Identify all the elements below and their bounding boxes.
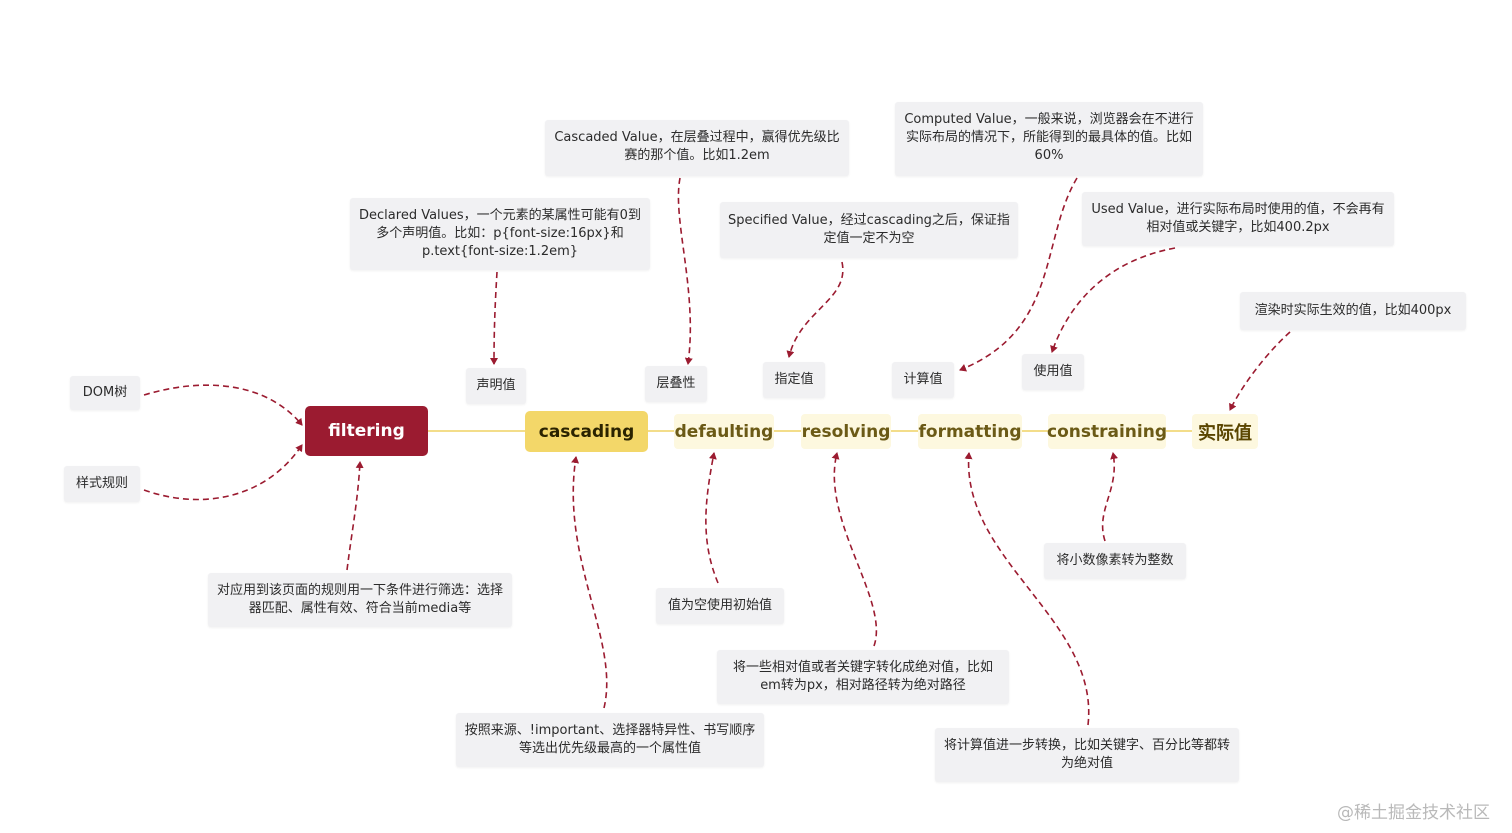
specified-value-note: Specified Value，经过cascading之后，保证指定值一定不为空	[720, 202, 1018, 258]
stage-resolving-label: resolving	[801, 421, 891, 442]
cascaded-value-chip[interactable]: 层叠性	[645, 366, 707, 402]
stage-formatting-label: formatting	[918, 421, 1022, 442]
connector-declared	[490, 271, 499, 365]
stage-defaulting[interactable]: defaulting	[674, 414, 774, 449]
used-value-note-text: Used Value，进行实际布局时使用的值，不会再有相对值或关键字，比如400…	[1091, 202, 1385, 235]
connector-actual	[1229, 331, 1291, 411]
declared-value-label: 声明值	[476, 378, 516, 393]
resolving-note: 将一些相对值或者关键字转化成绝对值，比如em转为px，相对路径转为绝对路径	[717, 650, 1009, 704]
cascading-note-text: 按照来源、!important、选择器特异性、书写顺序等选出优先级最高的一个属性…	[464, 723, 756, 756]
cascaded-value-label: 层叠性	[656, 376, 696, 391]
constraining-note: 将小数像素转为整数	[1044, 543, 1186, 579]
cascaded-value-note-text: Cascaded Value，在层叠过程中，赢得优先级比赛的那个值。比如1.2e…	[554, 130, 840, 163]
used-value-label: 使用值	[1033, 364, 1073, 379]
connector-resolving-note	[831, 452, 878, 647]
defaulting-note: 值为空使用初始值	[656, 588, 784, 624]
connector-used	[1050, 247, 1176, 353]
computed-value-note: Computed Value，一般来说，浏览器会在不进行实际布局的情况下，所能得…	[895, 102, 1203, 176]
computed-value-label: 计算值	[903, 372, 943, 387]
style-rules-label: 样式规则	[75, 476, 128, 491]
stage-resolving[interactable]: resolving	[801, 414, 891, 449]
computed-value-note-text: Computed Value，一般来说，浏览器会在不进行实际布局的情况下，所能得…	[904, 112, 1194, 163]
used-value-chip[interactable]: 使用值	[1022, 354, 1084, 390]
watermark: @稀土掘金技术社区	[1337, 803, 1490, 823]
connector-formatting-note	[964, 452, 1090, 726]
connector-dom-to-filtering	[143, 384, 303, 426]
dom-tree-label: DOM树	[82, 385, 128, 400]
stage-cascading[interactable]: cascading	[525, 411, 648, 452]
declared-values-note-text: Declared Values，一个元素的某属性可能有0到多个声明值。比如：p{…	[359, 208, 641, 259]
connector-cascading-note	[571, 456, 608, 709]
stage-filtering[interactable]: filtering	[305, 406, 428, 456]
stage-actual-value-label: 实际值	[1198, 422, 1252, 444]
used-value-note: Used Value，进行实际布局时使用的值，不会再有相对值或关键字，比如400…	[1082, 192, 1394, 246]
connector-defaulting-note	[705, 452, 719, 584]
style-rules-chip[interactable]: 样式规则	[64, 466, 140, 502]
specified-value-label: 指定值	[774, 372, 814, 387]
resolving-note-text: 将一些相对值或者关键字转化成绝对值，比如em转为px，相对路径转为绝对路径	[732, 660, 993, 693]
specified-value-chip[interactable]: 指定值	[763, 362, 825, 398]
connector-constraining-note	[1101, 452, 1119, 542]
connector-cascaded	[677, 177, 693, 365]
actual-value-note: 渲染时实际生效的值，比如400px	[1240, 292, 1466, 330]
cascading-note: 按照来源、!important、选择器特异性、书写顺序等选出优先级最高的一个属性…	[456, 713, 764, 767]
dom-tree-chip[interactable]: DOM树	[70, 376, 140, 410]
connector-specified	[786, 261, 844, 358]
defaulting-note-text: 值为空使用初始值	[667, 598, 772, 613]
cascaded-value-note: Cascaded Value，在层叠过程中，赢得优先级比赛的那个值。比如1.2e…	[545, 120, 849, 176]
stage-actual-value[interactable]: 实际值	[1192, 414, 1258, 449]
formatting-note: 将计算值进一步转换，比如关键字、百分比等都转为绝对值	[935, 728, 1239, 782]
declared-value-chip[interactable]: 声明值	[466, 368, 526, 404]
computed-value-chip[interactable]: 计算值	[892, 362, 954, 398]
stage-defaulting-label: defaulting	[674, 421, 774, 442]
specified-value-note-text: Specified Value，经过cascading之后，保证指定值一定不为空	[728, 213, 1010, 246]
formatting-note-text: 将计算值进一步转换，比如关键字、百分比等都转为绝对值	[943, 738, 1230, 771]
filtering-note: 对应用到该页面的规则用一下条件进行筛选：选择器匹配、属性有效、符合当前media…	[208, 573, 512, 627]
actual-value-note-text: 渲染时实际生效的值，比如400px	[1254, 303, 1452, 318]
stage-constraining[interactable]: constraining	[1047, 414, 1167, 449]
stage-formatting[interactable]: formatting	[918, 414, 1022, 449]
declared-values-note: Declared Values，一个元素的某属性可能有0到多个声明值。比如：p{…	[350, 198, 650, 270]
stage-constraining-label: constraining	[1047, 421, 1167, 442]
stage-cascading-label: cascading	[538, 421, 635, 442]
stage-filtering-label: filtering	[328, 421, 405, 441]
connector-filtering-note	[346, 461, 364, 571]
filtering-note-text: 对应用到该页面的规则用一下条件进行筛选：选择器匹配、属性有效、符合当前media…	[216, 583, 503, 616]
constraining-note-text: 将小数像素转为整数	[1056, 553, 1174, 568]
connector-style-rules-to-filtering	[143, 444, 303, 501]
connector-computed	[959, 177, 1078, 372]
